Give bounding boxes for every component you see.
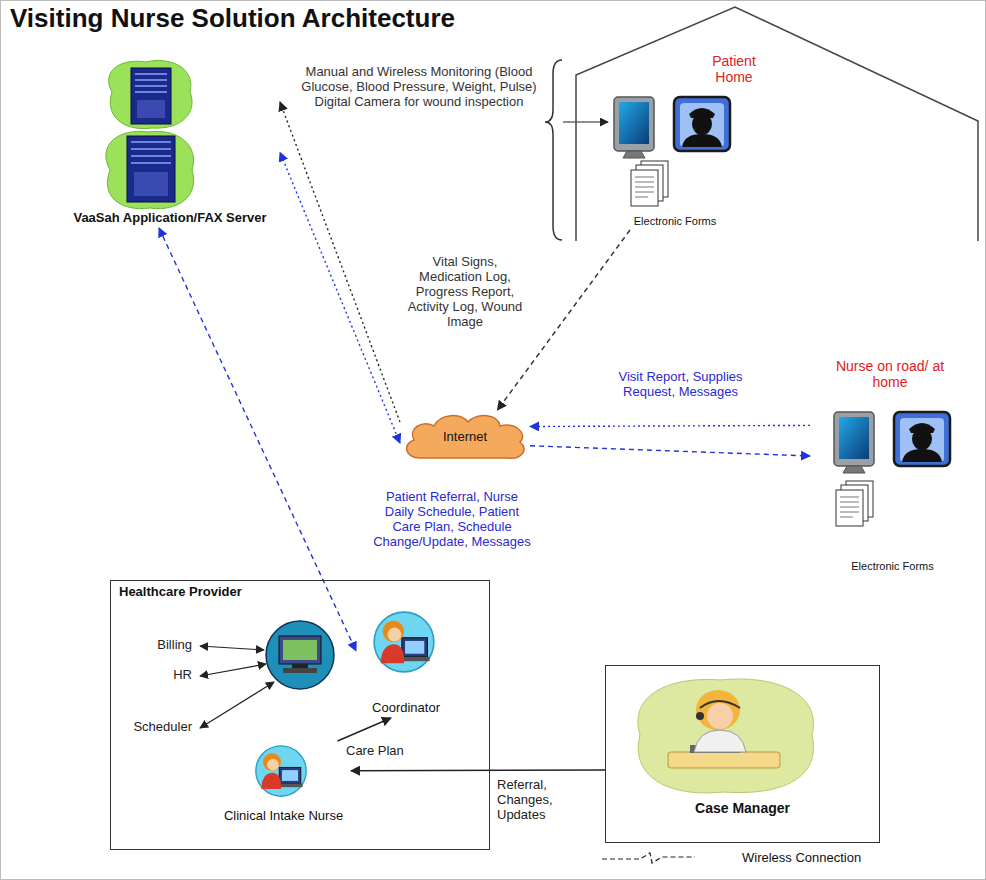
edge-label: Visit Report, Supplies Request, Messages: [618, 370, 743, 400]
edge-label: Vital Signs, Medication Log, Progress Re…: [400, 255, 530, 330]
internet-cloud: Internet: [400, 410, 530, 465]
node-label: Electronic Forms: [851, 560, 934, 573]
intake-nurse-icon: Clinical Intake Nurse: [216, 741, 351, 826]
provider-box: Healthcare ProviderCoordinatorClinical I…: [110, 580, 490, 850]
node-label: Coordinator: [372, 701, 440, 716]
nurse-device: Electronic Forms: [810, 405, 975, 575]
system-label: Billing: [112, 638, 192, 653]
edge-label: Patient Referral, Nurse Daily Schedule, …: [372, 490, 532, 550]
connector: [530, 446, 810, 456]
location-label: Nurse on road/ at home: [835, 358, 945, 390]
wireless-sample: [600, 849, 700, 867]
connector: [338, 718, 392, 741]
edge-label: Care Plan: [346, 744, 416, 759]
server-group: VaaSah Application/FAX Server: [60, 60, 280, 228]
legend-label: Wireless Connection: [742, 851, 861, 866]
case-manager-box: Case Manager: [605, 665, 880, 843]
connector: [280, 102, 400, 422]
system-label: HR: [112, 668, 192, 683]
connector: [498, 230, 631, 410]
house-outline: [575, 5, 980, 243]
node-label: VaaSah Application/FAX Server: [73, 211, 266, 226]
connector: [280, 152, 400, 443]
node-label: Patient Home: [703, 53, 765, 85]
coordinator-icon: Coordinator: [356, 606, 456, 718]
monitoring-note: Manual and Wireless Monitoring (Blood Gl…: [300, 65, 538, 110]
diagram-title: Visiting Nurse Solution Architecture: [10, 4, 455, 34]
connector: [530, 425, 810, 426]
connector: [351, 769, 605, 771]
node-label: Electronic Forms: [634, 215, 717, 228]
node-label: Internet: [443, 430, 487, 445]
node-label: Healthcare Provider: [119, 585, 242, 600]
node-label: Clinical Intake Nurse: [224, 809, 343, 824]
edge-label: Referral, Changes, Updates: [497, 778, 600, 823]
patient-device: Electronic Forms: [600, 88, 750, 230]
node-label: Case Manager: [695, 800, 790, 816]
system-label: Scheduler: [112, 720, 192, 735]
patient-home: Patient HomeElectronic Forms: [575, 5, 980, 243]
